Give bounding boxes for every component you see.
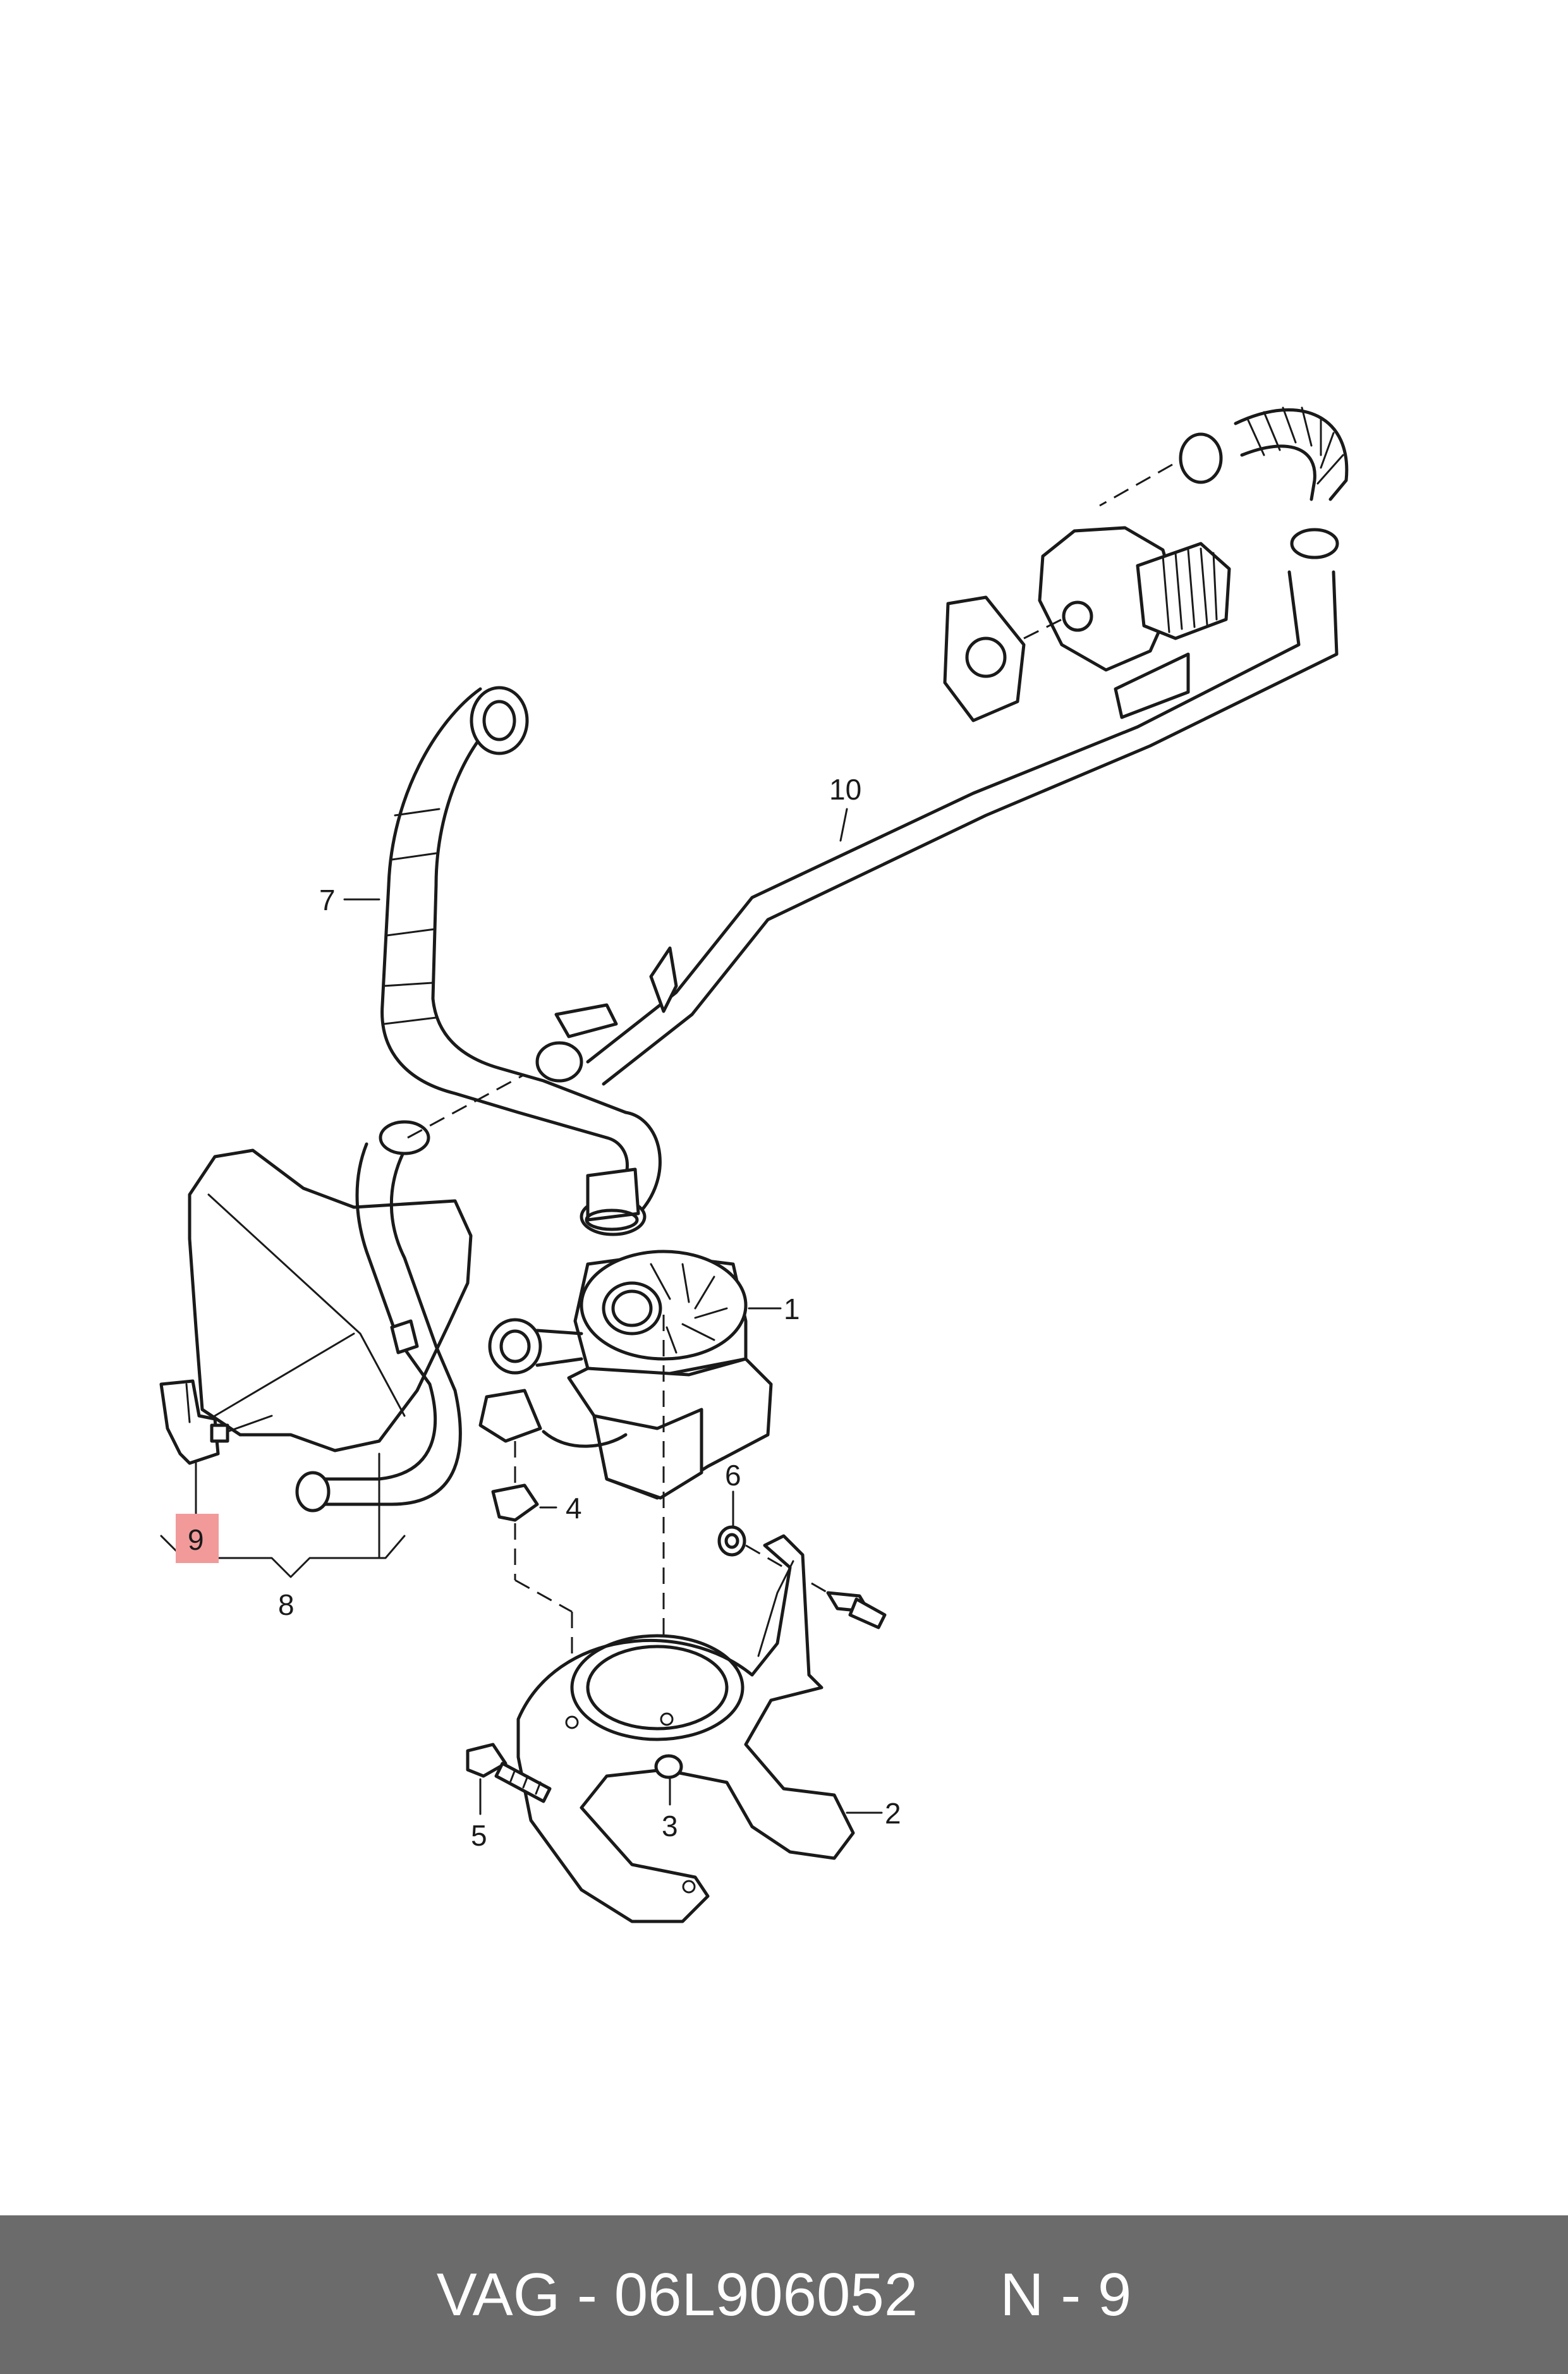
nut-3 — [654, 1754, 683, 1779]
callout-6: 6 — [725, 1459, 741, 1492]
callout-3: 3 — [662, 1810, 678, 1842]
callout-1: 1 — [784, 1293, 800, 1325]
position-label: N - 9 — [1000, 2260, 1132, 2328]
bolt-stud — [826, 1591, 887, 1629]
filter-box-8 — [188, 1120, 473, 1513]
bolt-5 — [466, 1743, 552, 1803]
clip-4 — [491, 1483, 539, 1522]
callout-5: 5 — [471, 1819, 487, 1852]
air-pump-1 — [478, 1167, 773, 1500]
sensor-9 — [159, 1379, 273, 1465]
callout-4: 4 — [566, 1492, 582, 1525]
callout-10: 10 — [829, 773, 861, 806]
highlight-9 — [176, 1514, 219, 1563]
callout-9: 9 — [188, 1523, 204, 1556]
callout-7: 7 — [319, 884, 336, 916]
hose-7 — [380, 686, 662, 1236]
bracket-2 — [516, 1534, 855, 1923]
footer-bar: VAG - 06L906052 N - 9 — [0, 2215, 1568, 2374]
part-number: VAG - 06L906052 — [436, 2260, 918, 2328]
callout-2: 2 — [885, 1797, 901, 1830]
nut-6 — [717, 1525, 746, 1557]
parts-diagram: 1 2 3 4 5 6 7 8 9 10 — [159, 406, 1349, 1923]
callout-8: 8 — [278, 1588, 295, 1621]
pipe-assembly-10 — [535, 406, 1349, 1086]
